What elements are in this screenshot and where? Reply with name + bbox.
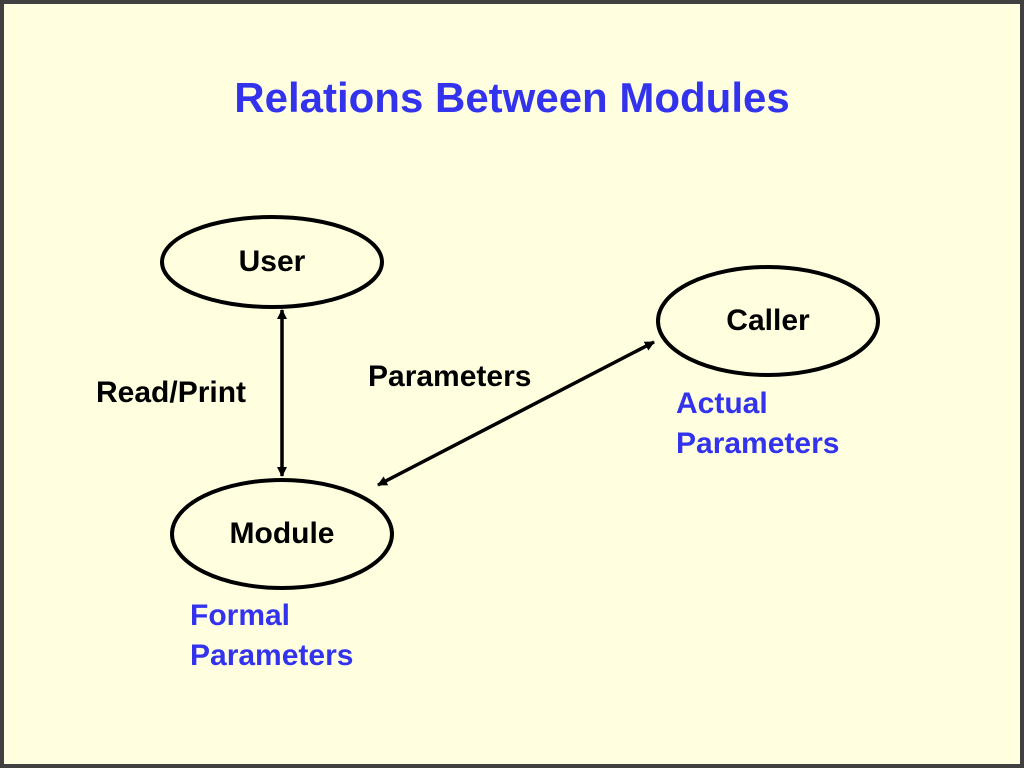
caller-node [656, 265, 880, 377]
module-node [170, 478, 394, 590]
actual-parameters-line-1: Actual [676, 387, 768, 420]
actual-parameters-note: Actual Parameters [676, 384, 839, 464]
user-node [160, 215, 384, 309]
read-print-label: Read/Print [96, 376, 247, 409]
diagram-canvas [160, 215, 880, 590]
formal-parameters-line-2: Parameters [190, 639, 354, 672]
module-node-label: Module [229, 517, 335, 550]
parameters-arrow [377, 340, 655, 487]
slide-title: Relations Between Modules [234, 74, 790, 121]
user-node-label: User [238, 245, 306, 278]
formal-parameters-note: Formal Parameters [190, 596, 353, 676]
caller-node-label: Caller [726, 304, 810, 337]
formal-parameters-line-1: Formal [190, 599, 291, 632]
parameters-label: Parameters [368, 360, 532, 393]
actual-parameters-line-2: Parameters [676, 427, 840, 460]
